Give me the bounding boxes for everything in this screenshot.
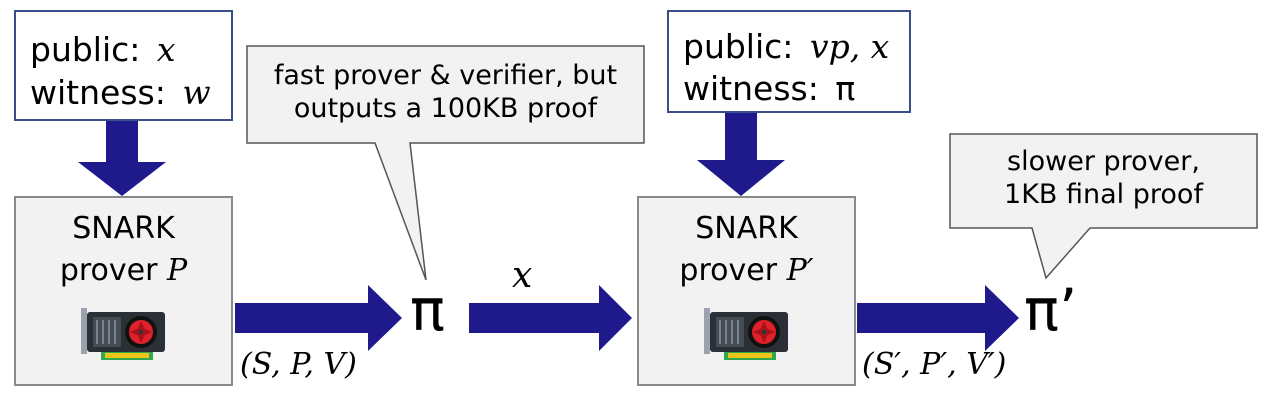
right-input-box: public: vp, x witness: π [667, 10, 911, 113]
right-public-value: vp, x [809, 27, 890, 66]
right-public-line: public: vp, x [683, 30, 889, 63]
left-public-line: public: x [30, 33, 176, 66]
arrow-right-3 [857, 285, 1019, 351]
bubble-right-line2: 1KB final proof [1004, 178, 1203, 210]
params-left: (S, P, V) [240, 347, 357, 382]
left-input-box: public: x witness: w [14, 10, 233, 121]
left-public-label: public: [30, 30, 141, 69]
right-witness-value: π [835, 69, 856, 108]
bubble-right-text: slower prover, 1KB final proof [950, 146, 1257, 212]
prover-right-title: SNARK [695, 211, 798, 246]
right-witness-label: witness: [683, 69, 819, 108]
right-witness-line: witness: π [683, 72, 855, 105]
left-witness-value: w [182, 73, 211, 112]
prover-right-symbol: P′ [786, 253, 814, 288]
graphics-card-icon [81, 308, 165, 360]
params-right: (S′, P′, V′) [862, 347, 1007, 382]
arrow-right-2 [469, 285, 632, 351]
prover-right-text: prover [679, 253, 778, 288]
arrow-right-1 [235, 285, 402, 351]
arrow-down-right [697, 113, 785, 196]
bubble-right-line1: slower prover, [1007, 146, 1200, 177]
speech-bubble-left [246, 45, 645, 281]
bubble-left-text: fast prover & verifier, but outputs a 10… [247, 60, 644, 126]
prover-right-line: prover P′ [639, 256, 854, 286]
prover-left-text: prover [59, 253, 158, 288]
right-public-label: public: [683, 27, 794, 66]
left-public-value: x [156, 30, 176, 69]
speech-bubble-right [949, 133, 1258, 280]
left-witness-label: witness: [30, 73, 166, 112]
x-label: x [512, 255, 533, 296]
graphics-card-icon [704, 308, 788, 360]
bubble-left-line1: fast prover & verifier, but [273, 60, 618, 91]
proof-pi: π [410, 276, 445, 344]
left-witness-line: witness: w [30, 76, 211, 109]
prover-box-right: SNARK prover P′ [637, 196, 856, 386]
bubble-left-line2: outputs a 100KB proof [293, 92, 598, 124]
prover-box-left: SNARK prover P [14, 196, 233, 386]
prover-left-symbol: P [166, 253, 188, 288]
proof-pi-prime: π’ [1024, 276, 1078, 344]
prover-left-line: prover P [16, 256, 231, 286]
prover-left-title: SNARK [72, 211, 175, 246]
arrow-down-left [78, 121, 166, 196]
